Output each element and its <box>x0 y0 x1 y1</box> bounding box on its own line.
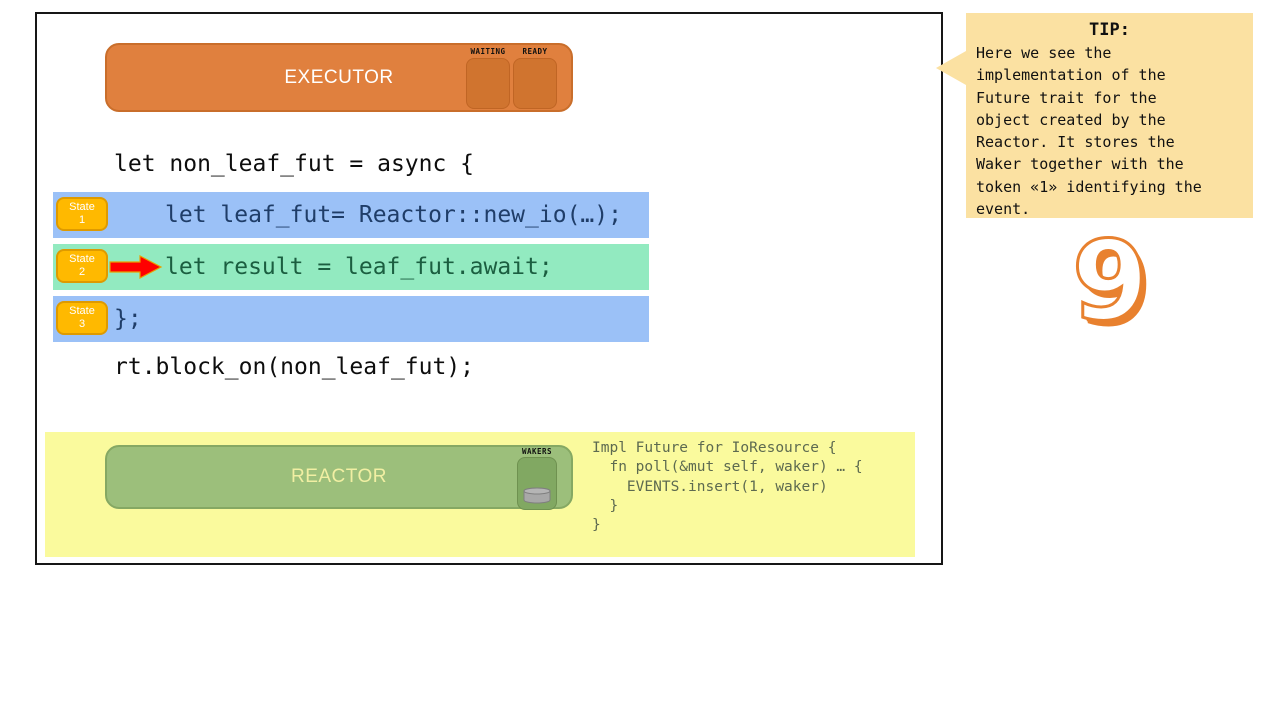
state-row-3: State 3 }; <box>53 296 649 342</box>
code-block-on: rt.block_on(non_leaf_fut); <box>114 354 475 380</box>
state-2-code: let result = leaf_fut.await; <box>165 254 553 280</box>
state-badge-word: State <box>69 201 95 213</box>
executor-box: EXECUTOR WAITING READY <box>105 43 573 112</box>
state-3-code: }; <box>114 306 142 332</box>
wakers-slot <box>517 457 557 510</box>
reactor-impl-code: Impl Future for IoResource { fn poll(&mu… <box>592 440 863 534</box>
state-2-badge: State 2 <box>56 249 108 283</box>
state-badge-num: 1 <box>78 214 86 226</box>
state-row-1: State 1 let leaf_fut= Reactor::new_io(…)… <box>53 192 649 238</box>
state-badge-num: 3 <box>78 318 86 330</box>
ready-queue: READY <box>513 46 557 109</box>
state-3-badge: State 3 <box>56 301 108 335</box>
executor-label: EXECUTOR <box>284 66 394 88</box>
code-async-open: let non_leaf_fut = async { <box>114 151 475 177</box>
state-badge-word: State <box>69 253 95 265</box>
wakers-label: WAKERS <box>521 447 553 456</box>
state-row-2: State 2 let result = leaf_fut.await; <box>53 244 649 290</box>
state-badge-word: State <box>69 305 95 317</box>
slide-panel: EXECUTOR WAITING READY let non_leaf_fut … <box>35 12 943 565</box>
reactor-label: REACTOR <box>290 466 388 487</box>
reactor-box: REACTOR WAKERS <box>105 445 573 510</box>
wakers-store: WAKERS <box>517 446 557 510</box>
ready-queue-slot <box>513 58 557 109</box>
ready-queue-label: READY <box>522 47 548 56</box>
waiting-queue-label: WAITING <box>470 47 506 56</box>
tip-body: Here we see the implementation of the Fu… <box>976 44 1202 219</box>
state-1-badge: State 1 <box>56 197 108 231</box>
waiting-queue: WAITING <box>466 46 510 109</box>
reactor-strip: REACTOR WAKERS Impl Future for IoResourc… <box>45 432 915 557</box>
current-line-arrow-icon <box>109 255 163 279</box>
tip-title: TIP: <box>1089 20 1130 40</box>
page-number: 9 <box>1070 217 1150 345</box>
state-1-code: let leaf_fut= Reactor::new_io(…); <box>165 202 622 228</box>
executor-queues: WAITING READY <box>466 46 557 109</box>
waiting-queue-slot <box>466 58 510 109</box>
state-badge-num: 2 <box>78 266 86 278</box>
tip-callout-tail <box>936 51 966 85</box>
tip-callout: TIP: Here we see the implementation of t… <box>936 13 1253 219</box>
waker-cylinder-icon <box>523 487 551 504</box>
